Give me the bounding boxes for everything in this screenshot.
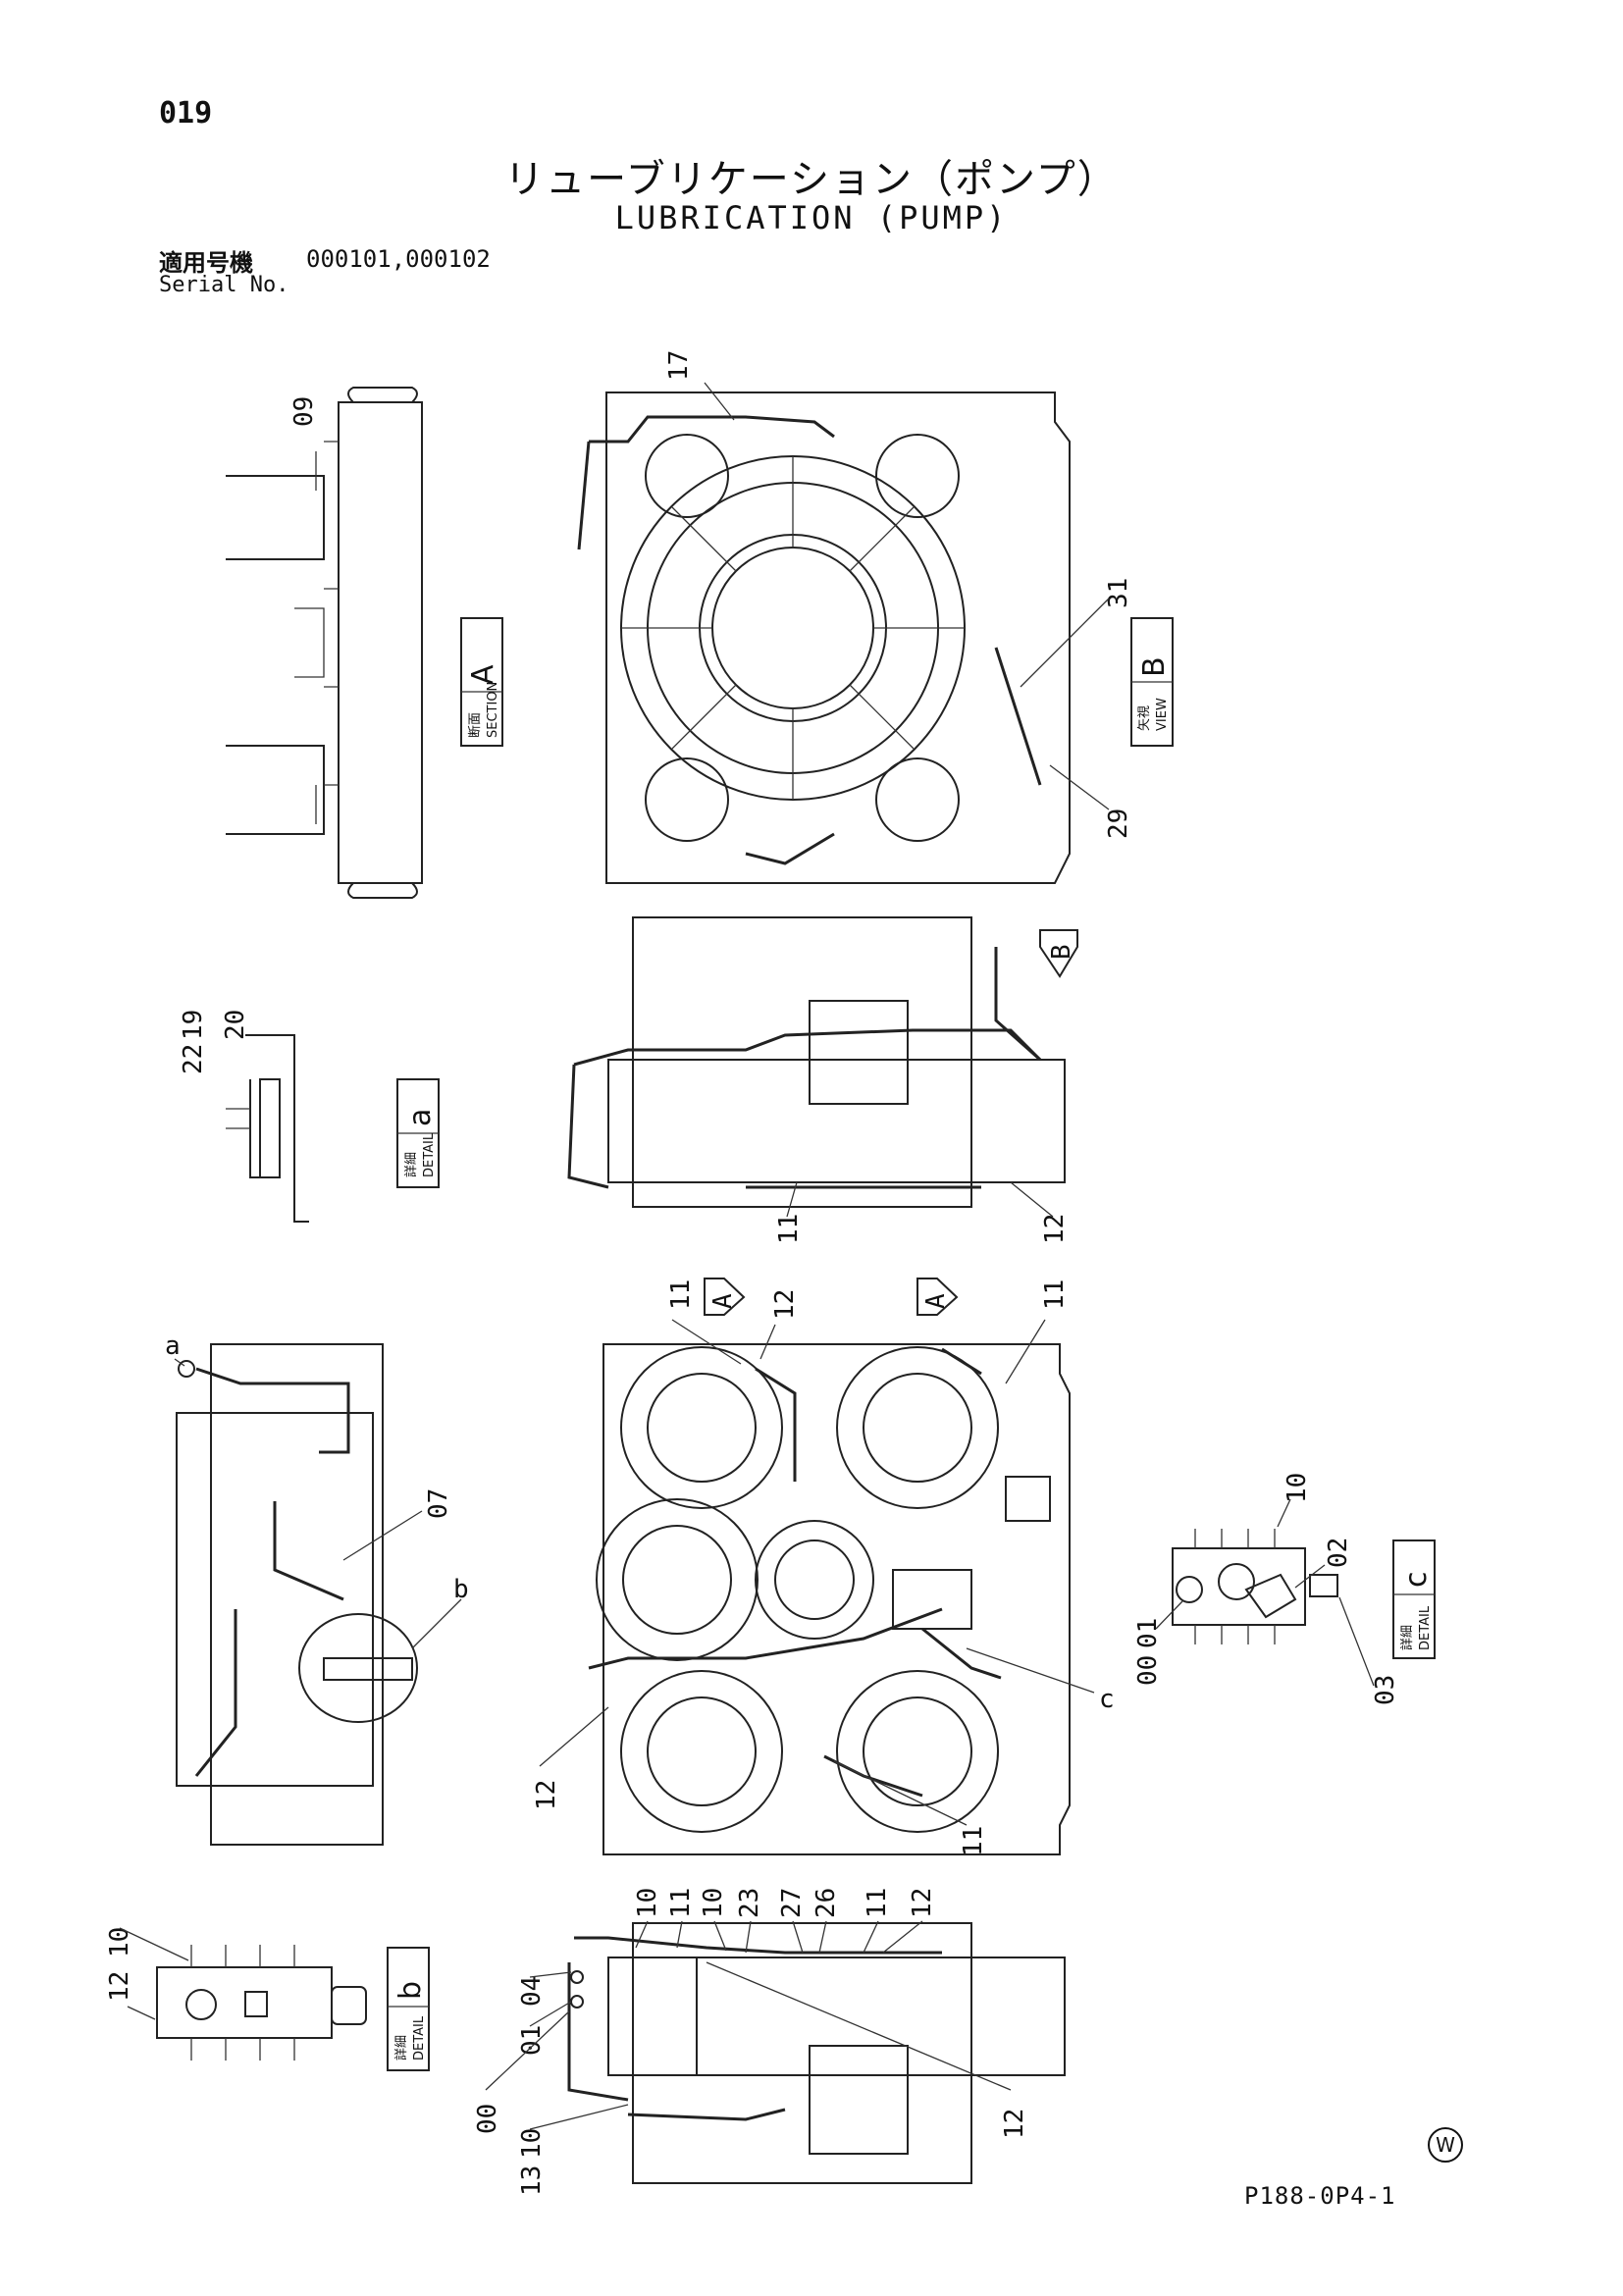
part-label-10-c: 10	[1283, 1473, 1312, 1503]
detail-a-letter: a	[403, 1109, 438, 1126]
part-label-31: 31	[1104, 578, 1133, 608]
part-label-27: 27	[777, 1888, 807, 1918]
detail-b-box: b 詳細 DETAIL	[387, 1947, 430, 2071]
part-label-00-s: 00	[473, 2104, 502, 2134]
arrow-a-left-marker: A	[704, 1278, 746, 1316]
serial-label-japanese: 適用号機	[159, 249, 253, 277]
part-label-03-c: 03	[1371, 1675, 1400, 1705]
part-label-12-top-mid: 12	[770, 1289, 800, 1320]
title-japanese: リューブリケーション（ポンプ）	[504, 157, 1119, 202]
part-label-10-s2: 10	[699, 1888, 728, 1918]
arrow-b-letter: B	[1047, 944, 1076, 960]
part-label-12-s-bottom: 12	[1000, 2109, 1029, 2139]
section-a-letter: A	[466, 664, 500, 685]
detail-b-en: DETAIL	[412, 2015, 427, 2061]
part-label-02-c: 02	[1324, 1538, 1353, 1568]
part-label-12-b: 12	[105, 1971, 134, 2002]
view-b-en: VIEW	[1155, 698, 1170, 731]
serial-label-english: Serial No.	[159, 273, 289, 297]
view-b-drawing	[577, 391, 1071, 884]
section-a-en: SECTION	[486, 682, 500, 738]
callout-b: b	[453, 1575, 469, 1604]
detail-a-jp: 詳細	[403, 1152, 419, 1177]
detail-b-jp: 詳細	[393, 2035, 409, 2061]
part-label-11-mid: 11	[774, 1214, 804, 1244]
section-a-jp: 断面	[468, 712, 483, 738]
callout-c: c	[1099, 1685, 1115, 1714]
page-number: 019	[159, 96, 213, 130]
detail-c-letter: c	[1399, 1572, 1434, 1589]
arrow-a-left-letter: A	[708, 1293, 738, 1309]
part-label-00-c: 00	[1133, 1655, 1163, 1686]
section-a-drawing	[226, 387, 423, 899]
part-label-10-s1: 10	[633, 1888, 662, 1918]
part-label-12-mid: 12	[1040, 1214, 1070, 1244]
part-label-23: 23	[735, 1888, 764, 1918]
side-view-lower-drawing	[567, 1922, 1066, 2184]
part-label-19: 19	[179, 1010, 208, 1040]
detail-a-drawing	[226, 1034, 309, 1223]
view-b-jp: 矢視	[1137, 705, 1152, 731]
part-label-12-s: 12	[908, 1888, 937, 1918]
side-view-upper-drawing	[567, 916, 1066, 1208]
detail-b-drawing	[156, 1945, 367, 2061]
arrow-a-right-marker: A	[916, 1278, 959, 1316]
detail-c-drawing	[1172, 1529, 1338, 1644]
part-label-11-s: 11	[666, 1888, 696, 1918]
detail-c-box: c 詳細 DETAIL	[1392, 1539, 1436, 1659]
part-label-10-b: 10	[105, 1927, 134, 1957]
part-label-11-top-right: 11	[1040, 1279, 1070, 1310]
left-elevation-drawing	[176, 1343, 418, 1846]
part-label-12-bottom-left: 12	[532, 1780, 561, 1810]
serial-numbers: 000101,000102	[306, 245, 491, 273]
part-label-07: 07	[424, 1488, 453, 1519]
watermark-w-mark: W	[1428, 2127, 1463, 2163]
view-b-box: B 矢視 VIEW	[1130, 617, 1174, 747]
view-b-letter: B	[1137, 656, 1172, 677]
part-label-17: 17	[664, 350, 694, 381]
part-label-04: 04	[517, 1976, 547, 2007]
part-label-11-s2: 11	[863, 1888, 892, 1918]
part-label-13: 13	[517, 2166, 547, 2196]
part-label-09: 09	[289, 396, 319, 427]
part-label-26: 26	[812, 1888, 841, 1918]
part-label-11-top-left: 11	[666, 1279, 696, 1310]
part-label-01-s: 01	[517, 2025, 547, 2056]
callout-a: a	[165, 1331, 181, 1361]
arrow-b-marker: B	[1039, 929, 1078, 978]
part-label-20: 20	[221, 1010, 250, 1040]
detail-c-jp: 詳細	[1399, 1625, 1415, 1650]
main-plan-drawing	[588, 1343, 1071, 1855]
part-label-11-bottom-right: 11	[959, 1826, 988, 1856]
detail-a-en: DETAIL	[422, 1132, 437, 1177]
part-label-29: 29	[1104, 809, 1133, 839]
detail-a-box: a 詳細 DETAIL	[396, 1078, 440, 1188]
detail-c-en: DETAIL	[1418, 1605, 1433, 1650]
part-label-10-s3: 10	[517, 2128, 547, 2159]
part-label-22: 22	[179, 1044, 208, 1074]
part-label-01-c: 01	[1133, 1618, 1163, 1648]
detail-b-letter: b	[393, 1981, 428, 2000]
drawing-code: P188-0P4-1	[1244, 2182, 1396, 2210]
title-english: LUBRICATION (PUMP)	[614, 199, 1009, 236]
arrow-a-right-letter: A	[921, 1293, 951, 1309]
section-a-box: A 断面 SECTION	[460, 617, 503, 747]
